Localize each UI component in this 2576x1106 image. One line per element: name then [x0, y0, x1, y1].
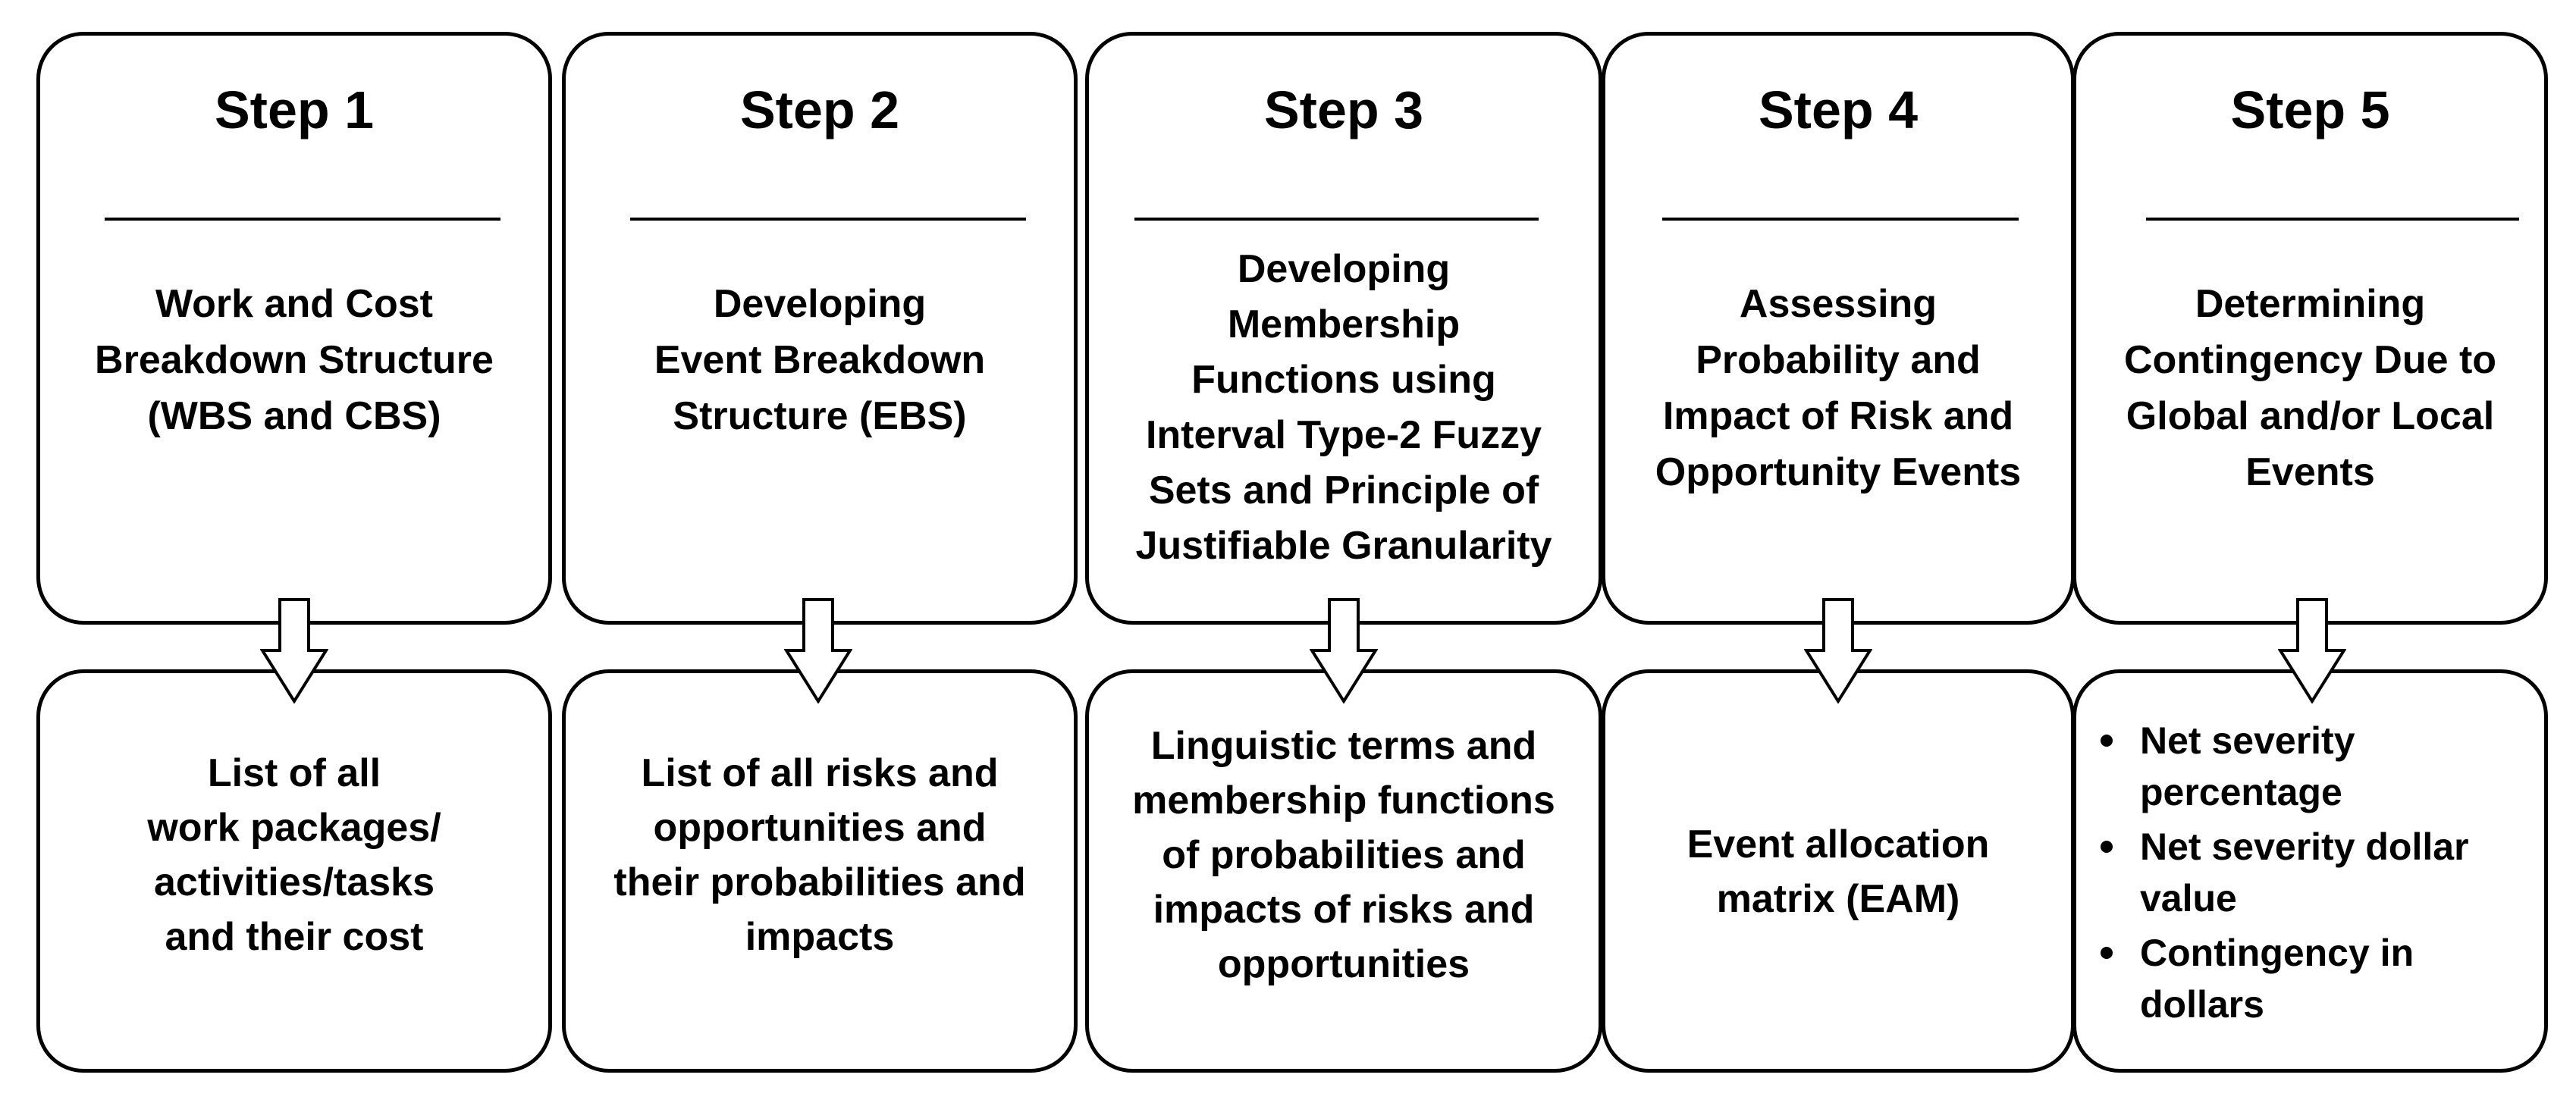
step-1-output: List of all work packages/ activities/ta…	[147, 751, 441, 959]
step-4-box: Step 4 Assessing Probability and Impact …	[1602, 32, 2075, 625]
step-3-output: Linguistic terms and membership function…	[1132, 724, 1555, 986]
bullet-icon	[2101, 841, 2113, 853]
step-5-box: Step 5 Determining Contingency Due to Gl…	[2072, 32, 2548, 625]
bullet-icon	[2101, 735, 2113, 747]
step-5-divider	[2146, 218, 2519, 221]
list-item: Contingency in dollars	[2096, 927, 2534, 1030]
step-1-description: Work and Cost Breakdown Structure (WBS a…	[95, 282, 494, 438]
step-2-box: Step 2 Developing Event Breakdown Struct…	[562, 32, 1078, 625]
down-arrow-icon	[1310, 598, 1378, 703]
step-3-output-box: Linguistic terms and membership function…	[1085, 669, 1602, 1073]
step-4-divider	[1662, 218, 2019, 221]
step-2-output-box: List of all risks and opportunities and …	[562, 669, 1078, 1073]
step-4-description: Assessing Probability and Impact of Risk…	[1655, 282, 2022, 494]
step-2-output: List of all risks and opportunities and …	[613, 751, 1026, 959]
step-5-output-box: Net severity percentage Net severity dol…	[2072, 669, 2548, 1073]
step-1-box: Step 1 Work and Cost Breakdown Structure…	[36, 32, 552, 625]
step-2-description: Developing Event Breakdown Structure (EB…	[654, 282, 986, 438]
down-arrow-icon	[1804, 598, 1872, 703]
step-5-description: Determining Contingency Due to Global an…	[2123, 282, 2497, 494]
step-5-output-list: Net severity percentage Net severity dol…	[2096, 715, 2534, 1033]
step-3-title: Step 3	[1263, 80, 1424, 139]
step-4-title: Step 4	[1758, 80, 1919, 139]
down-arrow-icon	[2278, 598, 2346, 703]
step-5-title: Step 5	[2230, 80, 2390, 139]
down-arrow-icon	[784, 598, 852, 703]
step-4-output: Event allocation matrix (EAM)	[1686, 822, 1990, 921]
step-1-title: Step 1	[214, 80, 375, 139]
step-4-output-box: Event allocation matrix (EAM)	[1602, 669, 2075, 1073]
step-3-divider	[1134, 218, 1539, 221]
bullet-icon	[2101, 947, 2113, 959]
step-3-box: Step 3 Developing Membership Functions u…	[1085, 32, 1602, 625]
step-1-output-box: List of all work packages/ activities/ta…	[36, 669, 552, 1073]
step-3-description: Developing Membership Functions using In…	[1135, 247, 1552, 568]
step-1-divider	[105, 218, 500, 221]
list-item: Net severity dollar value	[2096, 821, 2534, 924]
list-item: Net severity percentage	[2096, 715, 2534, 818]
down-arrow-icon	[260, 598, 328, 703]
step-2-divider	[630, 218, 1026, 221]
step-2-title: Step 2	[739, 80, 900, 139]
